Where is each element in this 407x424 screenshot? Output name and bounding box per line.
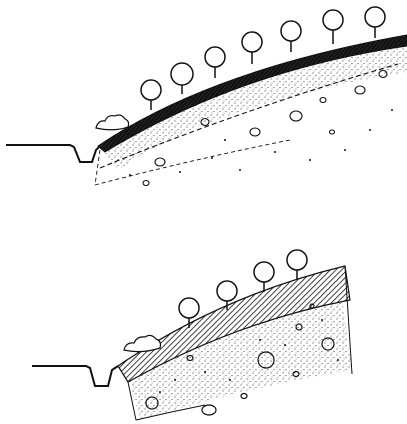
bottom-shrub — [124, 335, 161, 351]
top-tree — [141, 80, 161, 110]
bottom-ground-ditch — [32, 366, 118, 386]
top-panel — [6, 7, 407, 186]
top-stippled-soil — [100, 40, 407, 170]
top-shrub — [96, 115, 129, 130]
bottom-tree — [287, 250, 307, 279]
top-tree — [323, 10, 343, 44]
top-tree — [242, 32, 262, 64]
bottom-panel — [32, 250, 352, 420]
top-ground-ditch — [6, 145, 100, 162]
top-tree — [171, 63, 193, 94]
top-tree — [281, 21, 301, 52]
top-tree — [365, 7, 385, 38]
top-tree — [205, 47, 225, 78]
